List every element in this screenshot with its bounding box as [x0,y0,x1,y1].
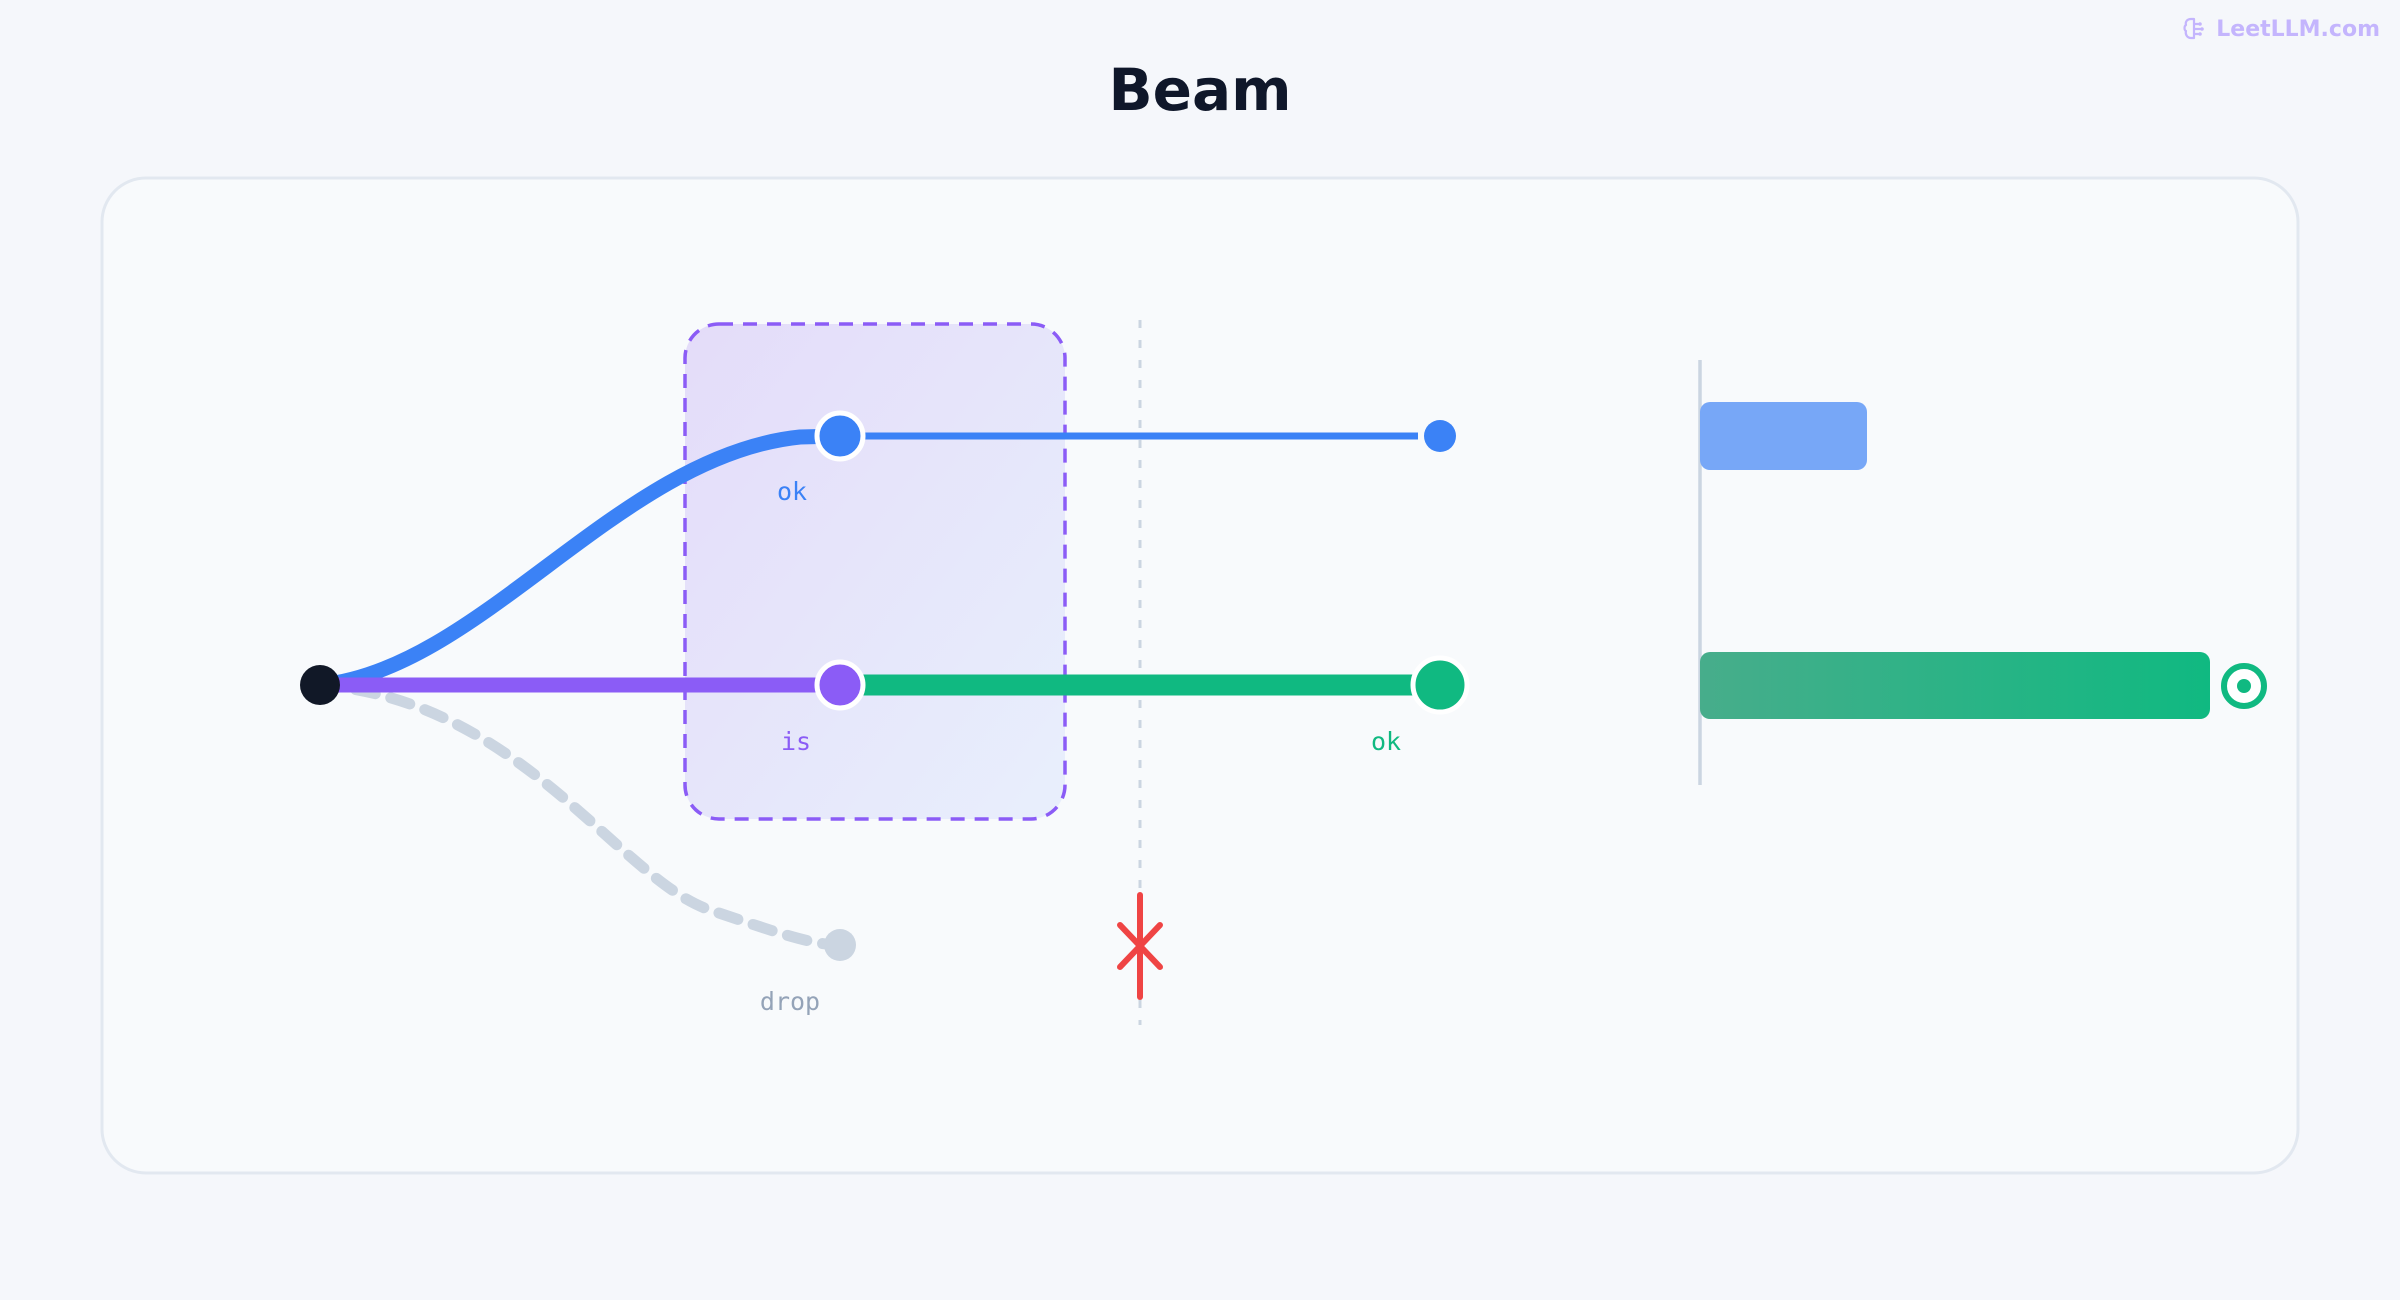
top-end-node [1424,420,1456,452]
page-title: Beam [1108,56,1292,124]
middle-node [814,659,866,711]
top-score-bar [1700,402,1867,470]
top-branch-edge [312,428,848,693]
top-token-label: ok [777,477,807,506]
brand-watermark: LeetLLM.com [2182,16,2380,42]
pruned-branch-edge [314,679,846,951]
top-node [814,410,866,462]
middle-left-token-label: is [781,727,811,756]
beam-window [683,322,1067,821]
target-icon [2221,663,2267,709]
middle-score-bar [1700,652,2210,719]
middle-end-node [1410,655,1470,715]
root-node [300,665,340,705]
bottom-token-label: drop [760,987,820,1016]
brand-name: LeetLLM.com [2216,16,2380,42]
brain-icon [2183,17,2205,40]
pruned-node [824,929,856,961]
prune-marker [1117,892,1163,1000]
middle-right-token-label: ok [1371,727,1401,756]
